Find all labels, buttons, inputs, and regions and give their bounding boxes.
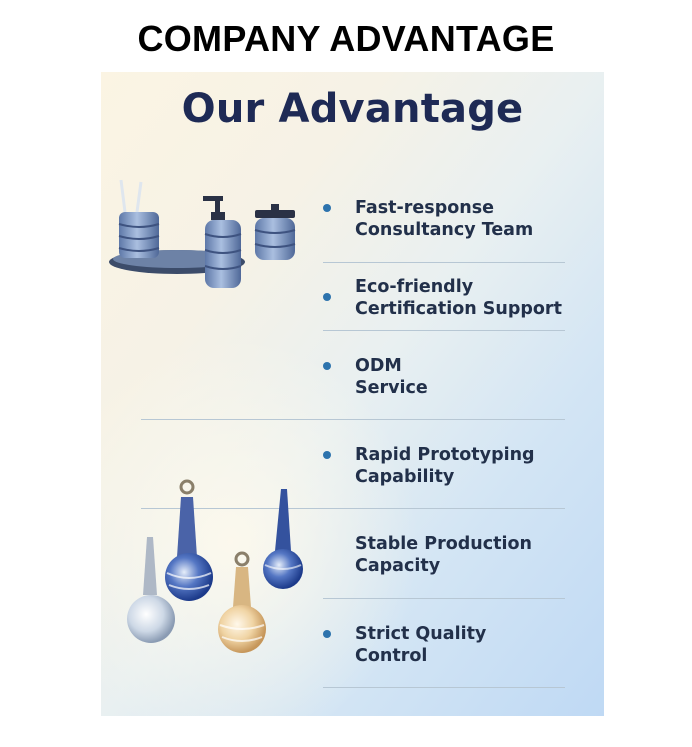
page-heading: COMPANY ADVANTAGE [137, 18, 555, 59]
advantage-poster: Our Advantage Fast-response Consultancy … [101, 72, 604, 716]
glass-ornament-bottles-image [127, 479, 303, 653]
bathroom-accessory-set-image [109, 179, 296, 288]
divider [141, 508, 565, 509]
advantage-label: Strict Quality Control [355, 624, 487, 666]
bullet-icon [323, 630, 331, 638]
poster-title: Our Advantage [181, 86, 524, 132]
bullet-icon [323, 293, 331, 301]
bullet-icon [323, 362, 331, 370]
divider [141, 419, 565, 420]
advantage-label: Eco-friendly Certification Support [355, 277, 562, 319]
bullet-icon [323, 204, 331, 212]
divider [323, 330, 565, 331]
advantage-label: ODM Service [355, 356, 428, 398]
advantage-label: Rapid Prototyping Capability [355, 445, 535, 487]
divider [323, 262, 565, 263]
advantage-label: Fast-response Consultancy Team [355, 198, 534, 240]
bullet-icon [323, 451, 331, 459]
advantage-label: Stable Production Capacity [355, 534, 532, 576]
divider [323, 598, 565, 599]
background-glow [101, 332, 421, 716]
divider [323, 687, 565, 688]
